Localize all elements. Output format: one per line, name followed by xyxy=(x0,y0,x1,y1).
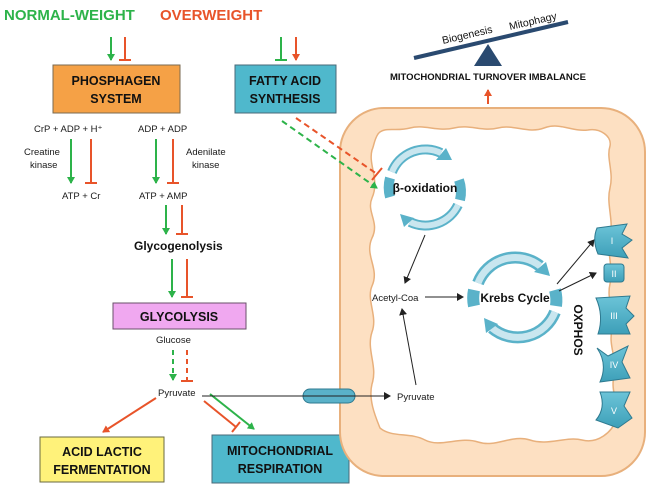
svg-text:RESPIRATION: RESPIRATION xyxy=(238,462,323,476)
acetyl-coa-label: Acetyl-Coa xyxy=(372,293,419,304)
arrow-pyruvate-to-acetyl-coa xyxy=(399,308,417,386)
complex-i: I xyxy=(594,223,633,259)
crp-reaction-label: CrP + ADP + H⁺ xyxy=(34,124,103,135)
inhibit-overweight-to-beta-oxidation xyxy=(295,117,378,175)
svg-text:SYSTEM: SYSTEM xyxy=(90,92,141,106)
complex-ii: II xyxy=(603,263,625,283)
svg-text:III: III xyxy=(610,311,618,321)
svg-text:β-oxidation: β-oxidation xyxy=(393,181,458,195)
svg-text:FERMENTATION: FERMENTATION xyxy=(53,463,150,477)
arrow-overweight-to-fermentation xyxy=(102,397,157,433)
phosphagen-system-box: PHOSPHAGEN SYSTEM xyxy=(52,64,181,114)
creatine-kinase-label: Creatine xyxy=(24,147,60,158)
krebs-cycle: Krebs Cycle xyxy=(467,251,563,344)
acid-lactic-fermentation-box: ACID LACTIC FERMENTATION xyxy=(39,436,165,483)
complex-iii: III xyxy=(595,295,635,335)
atp-cr-label: ATP + Cr xyxy=(62,191,100,202)
svg-text:IV: IV xyxy=(610,360,619,370)
svg-text:SYNTHESIS: SYNTHESIS xyxy=(250,92,321,106)
turnover-imbalance-label: MITOCHONDRIAL TURNOVER IMBALANCE xyxy=(390,72,586,83)
atp-amp-label: ATP + AMP xyxy=(139,191,188,202)
svg-text:Biogenesis: Biogenesis xyxy=(441,24,494,47)
svg-text:ACID LACTIC: ACID LACTIC xyxy=(62,445,142,459)
svg-text:kinase: kinase xyxy=(30,160,57,171)
arrow-krebs-to-complex-i xyxy=(556,239,595,285)
legend-normal-weight: NORMAL-WEIGHT xyxy=(4,7,135,24)
glycogenolysis-label: Glycogenolysis xyxy=(134,239,223,253)
svg-text:I: I xyxy=(611,236,614,246)
svg-text:GLYCOLYSIS: GLYCOLYSIS xyxy=(140,310,218,324)
adenylate-kinase-label: Adenilate xyxy=(186,147,226,158)
complex-v: V xyxy=(595,391,633,429)
pyruvate-mito-label: Pyruvate xyxy=(397,392,435,403)
svg-text:II: II xyxy=(611,269,616,279)
inhibit-overweight-to-mito-respiration xyxy=(203,400,237,428)
arrow-normal-to-mito-respiration xyxy=(209,393,255,430)
oxphos-label: OXPHOS xyxy=(571,304,585,355)
adp-reaction-label: ADP + ADP xyxy=(138,124,187,135)
seesaw-scale: Biogenesis Mitophagy xyxy=(413,10,569,66)
arrow-beta-oxidation-to-acetyl-coa xyxy=(403,234,426,284)
glucose-label: Glucose xyxy=(156,335,191,346)
complex-iv: IV xyxy=(596,344,631,383)
mitochondrial-respiration-box: MITOCHONDRIAL RESPIRATION xyxy=(211,434,350,484)
arrow-krebs-to-complex-ii xyxy=(558,272,597,292)
svg-text:V: V xyxy=(611,406,617,416)
svg-text:MITOCHONDRIAL: MITOCHONDRIAL xyxy=(227,444,333,458)
svg-text:FATTY ACID: FATTY ACID xyxy=(249,74,321,88)
svg-text:Krebs Cycle: Krebs Cycle xyxy=(480,291,550,305)
beta-oxidation-cycle: β-oxidation xyxy=(383,144,466,231)
legend-overweight: OVERWEIGHT xyxy=(160,7,262,24)
pyruvate-label: Pyruvate xyxy=(158,388,196,399)
glycolysis-box: GLYCOLYSIS xyxy=(112,302,247,330)
svg-text:PHOSPHAGEN: PHOSPHAGEN xyxy=(72,74,161,88)
fatty-acid-synthesis-box: FATTY ACID SYNTHESIS xyxy=(234,64,337,114)
svg-text:kinase: kinase xyxy=(192,160,219,171)
